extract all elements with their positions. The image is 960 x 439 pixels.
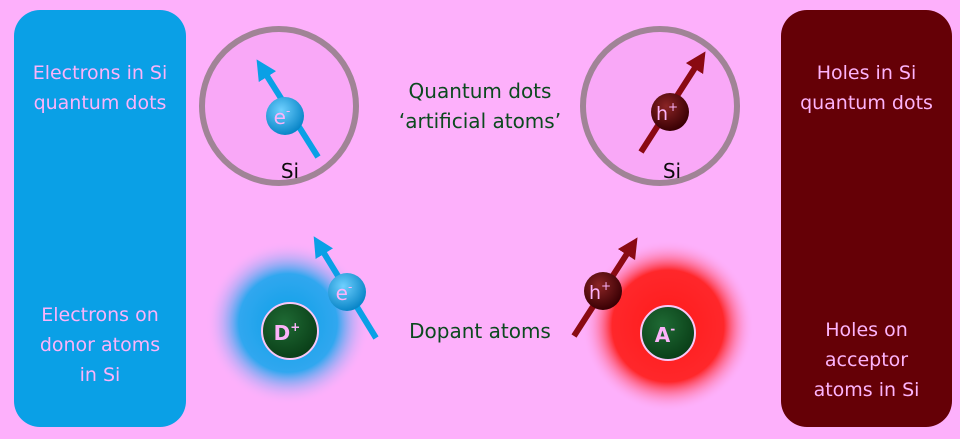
hole-label: h [589,282,601,304]
hole-label: h [656,103,668,125]
electron-ball [328,273,366,311]
svg-text:D+: D+ [274,320,301,345]
electron-label: e [274,105,286,129]
material-si-right: Si [663,159,681,183]
svg-text:A-: A- [655,322,675,347]
electrons-panel: Electrons in Si quantum dots Electrons o… [14,10,186,427]
electron-ball [266,97,304,135]
acceptor-atom: A- h+ [571,237,754,412]
hole-ball [651,93,689,131]
donor-label: D [274,321,291,345]
quantum-dot-right: h+ Si [580,26,740,186]
acceptor-charge: - [670,322,675,336]
hole-ball [584,272,622,310]
svg-text:e-: e- [336,280,353,305]
acceptor-ion [640,305,696,361]
electron-charge: - [348,280,352,294]
svg-text:h+: h+ [656,100,678,125]
holes-panel: Holes in Si quantum dots Holes on accept… [781,10,952,427]
svg-text:h+: h+ [589,279,611,304]
hole-charge: + [668,100,678,114]
electron-label: e [336,281,348,305]
electron-charge: - [286,104,290,118]
material-si-left: Si [281,159,299,183]
svg-text:e-: e- [274,104,291,129]
quantum-dot-left: e- Si [199,26,359,186]
holes-acceptor-atoms-label: Holes on acceptor atoms in Si [813,319,920,401]
dopant-atoms-caption: Dopant atoms [409,319,551,343]
donor-charge: + [290,320,300,334]
electrons-quantum-dots-label: Electrons in Si quantum dots [32,62,168,114]
hole-charge: + [601,279,611,293]
donor-ion [261,302,319,360]
holes-quantum-dots-label: Holes in Si quantum dots [800,62,933,114]
quantum-dots-caption: Quantum dots ‘artificial atoms’ [398,79,562,133]
donor-atom: D+ e- [206,236,379,405]
acceptor-label: A [655,323,671,347]
electrons-donor-atoms-label: Electrons on donor atoms in Si [39,304,161,386]
